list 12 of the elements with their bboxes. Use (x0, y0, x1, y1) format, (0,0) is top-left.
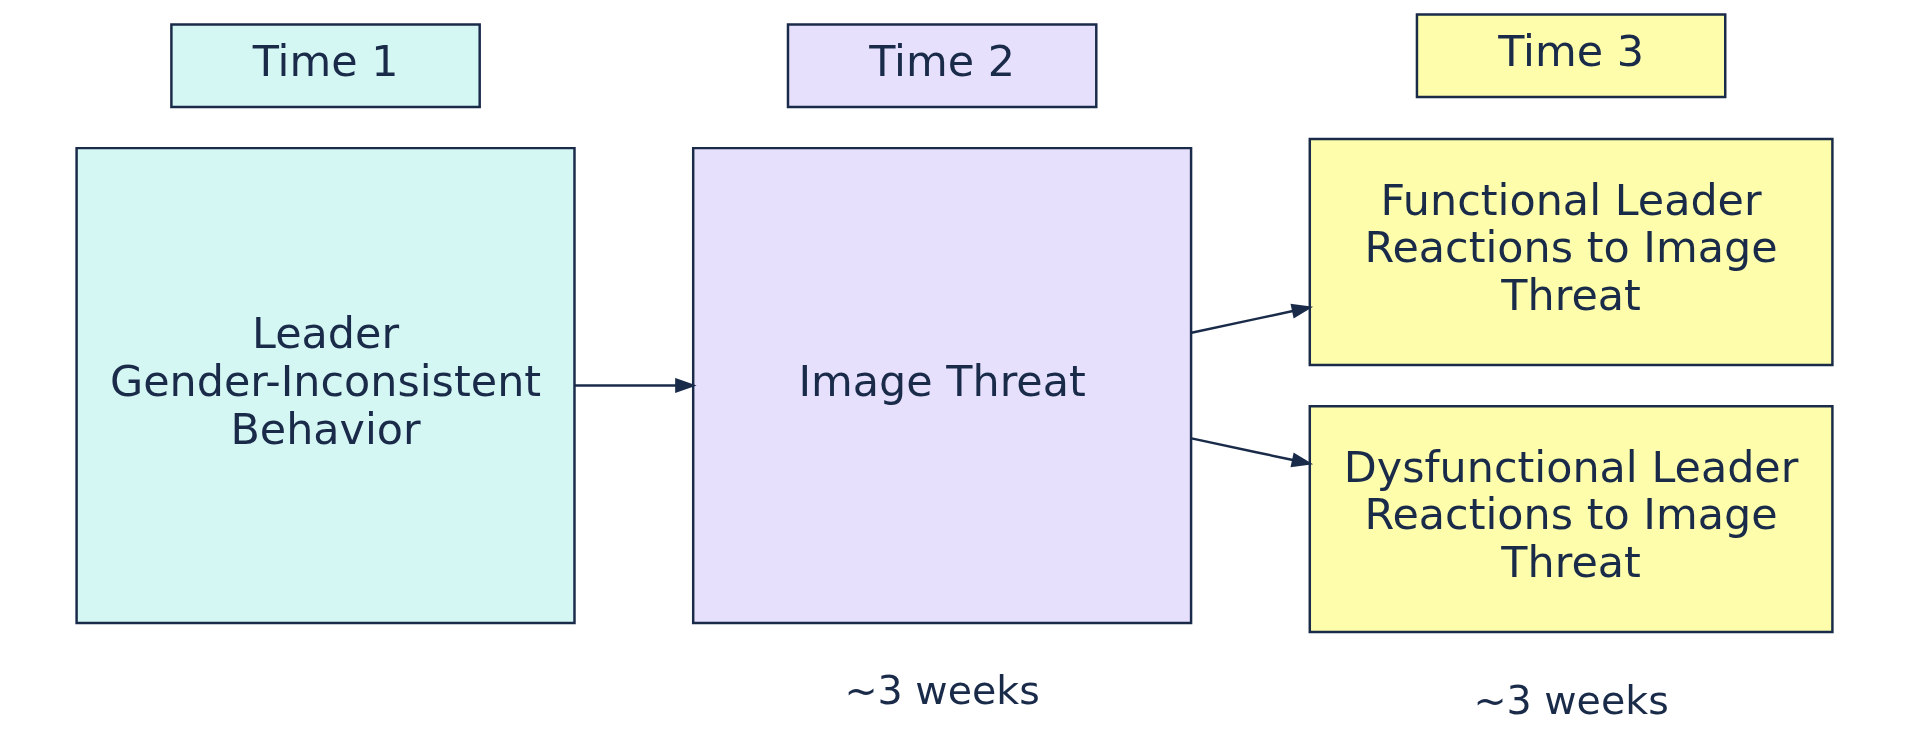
arrow (1191, 303, 1314, 334)
node-box: Leader Gender-Inconsistent Behavior (75, 146, 576, 625)
node-box: Image Threat (691, 146, 1193, 625)
label: ~3 weeks (844, 667, 1040, 714)
node-box: Time 2 (786, 23, 1098, 109)
arrow (1191, 437, 1314, 468)
node-box: Dysfunctional Leader Reactions to Image Threat (1308, 404, 1834, 634)
arrow (574, 378, 697, 394)
node-box: Time 1 (170, 23, 481, 109)
node-box: Functional Leader Reactions to Image Threat (1308, 137, 1834, 367)
label: ~3 weeks (1473, 676, 1669, 723)
node-box: Time 3 (1415, 13, 1727, 99)
